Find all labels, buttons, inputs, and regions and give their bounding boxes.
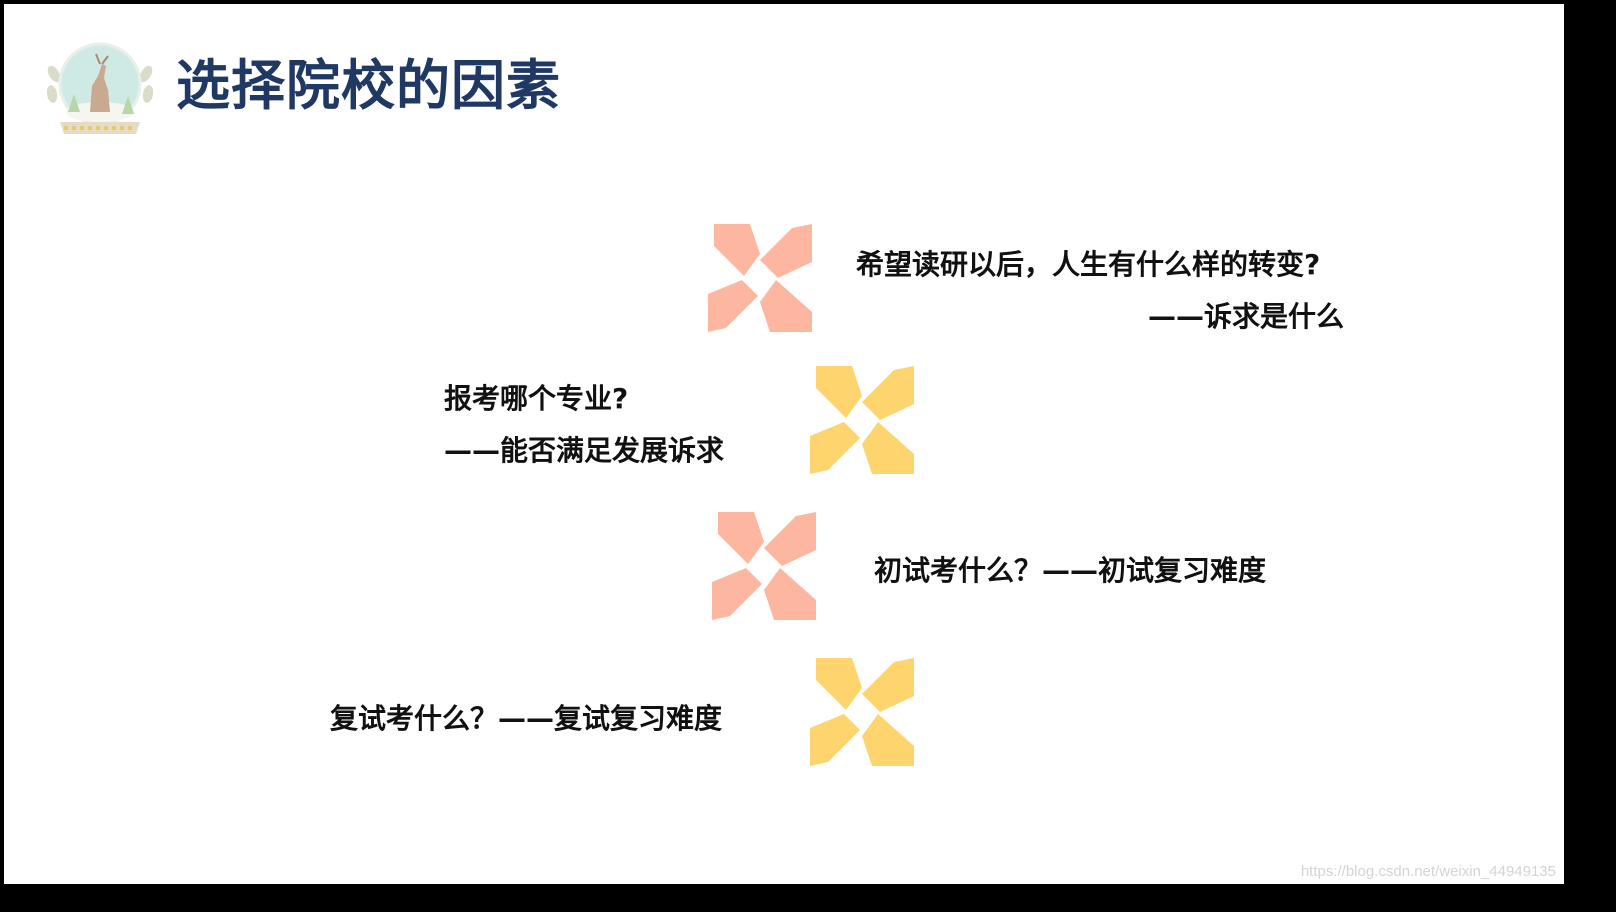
item-3-text: 初试考什么？——初试复习难度 [874, 554, 1266, 588]
item-2-question: 报考哪个专业? [444, 382, 628, 416]
pinwheel-icon [708, 224, 812, 332]
slide-title: 选择院校的因素 [176, 54, 561, 119]
item-1-answer: ——诉求是什么 [1134, 300, 1344, 334]
item-2-answer: ——能否满足发展诉求 [444, 434, 724, 468]
slide: 选择院校的因素 希望读研以后，人生有什么样的转变? ——诉求是什么 报考哪 [4, 4, 1564, 884]
watermark: https://blog.csdn.net/weixin_44949135 [1301, 863, 1556, 880]
snow-globe-logo-icon [44, 34, 156, 144]
item-1-question: 希望读研以后，人生有什么样的转变? [856, 248, 1320, 282]
pinwheel-icon [712, 512, 816, 620]
pinwheel-icon [810, 658, 914, 766]
pinwheel-icon [810, 366, 914, 474]
item-4-text: 复试考什么？——复试复习难度 [330, 702, 722, 736]
